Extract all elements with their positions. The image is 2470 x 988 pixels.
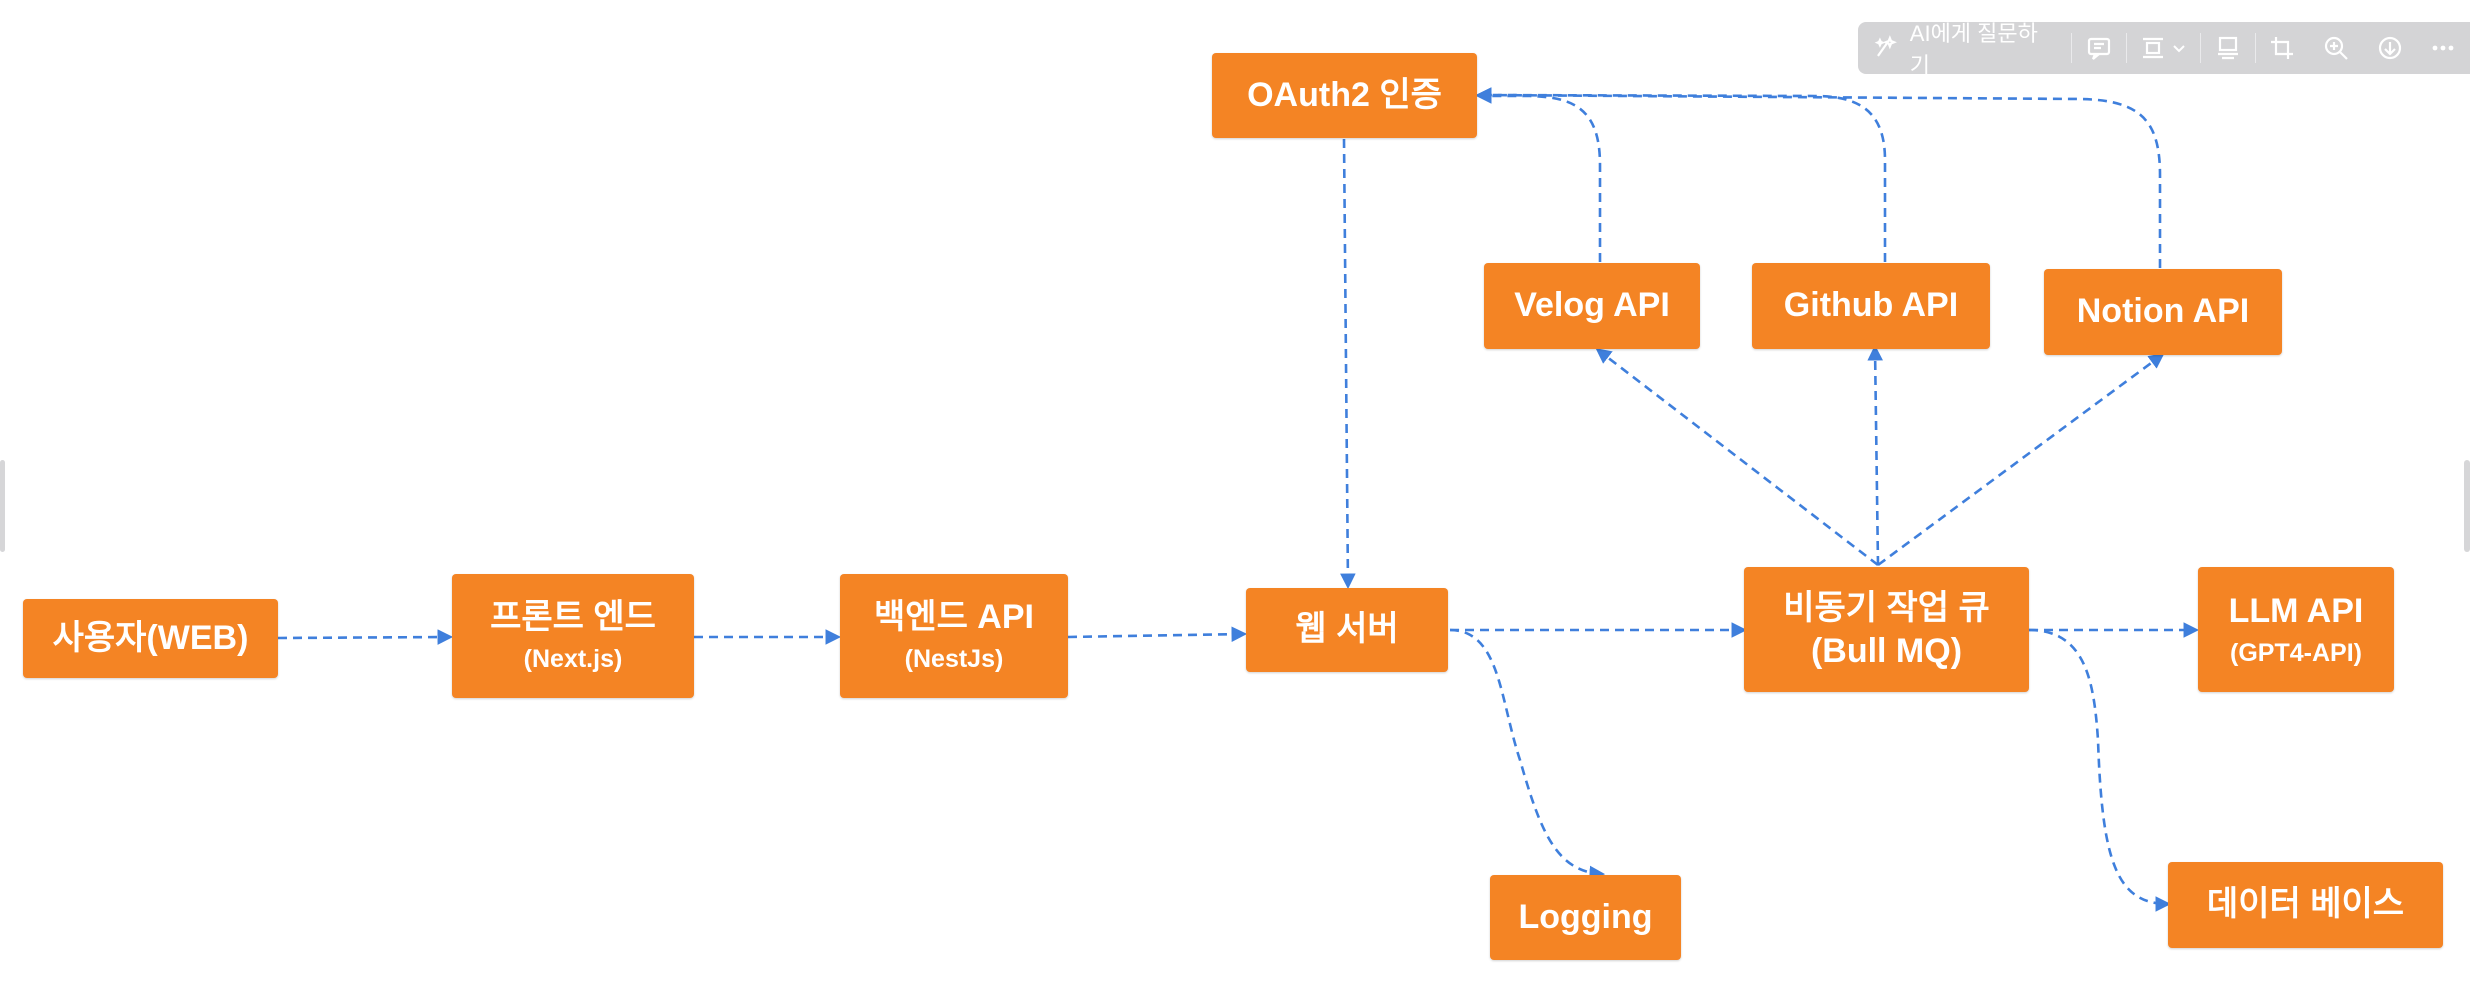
node-notion[interactable]: Notion API: [2044, 269, 2282, 355]
ai-sparkle-icon: [1874, 35, 1897, 57]
node-queue[interactable]: 비동기 작업 큐 (Bull MQ): [1744, 567, 2029, 692]
edge-oauth-webserver: [1340, 138, 1356, 590]
node-notion-title: Notion API: [2076, 292, 2250, 331]
more-button[interactable]: [2416, 22, 2470, 74]
more-icon: [2432, 45, 2454, 51]
ask-ai-label: AI에게 질문하기: [1909, 21, 2038, 78]
left-resize-handle[interactable]: [0, 460, 5, 552]
caption-icon: [2217, 36, 2238, 60]
caption-button[interactable]: [2201, 22, 2255, 74]
node-queue-title: 비동기 작업 큐: [1783, 588, 1990, 627]
node-oauth-title: OAuth2 인증: [1247, 75, 1442, 114]
node-oauth[interactable]: OAuth2 인증: [1212, 53, 1477, 138]
node-backend-subtitle: (NestJs): [904, 645, 1004, 674]
crop-icon: [2271, 37, 2294, 59]
right-resize-handle[interactable]: [2464, 460, 2470, 552]
zoom-in-button[interactable]: [2309, 22, 2363, 74]
edge-queue-database: [2028, 628, 2172, 912]
node-frontend-subtitle: (Next.js): [523, 645, 623, 674]
node-llm[interactable]: LLM API (GPT4-API): [2198, 567, 2394, 692]
node-webserver-title: 웹 서버: [1295, 610, 1399, 649]
node-velog[interactable]: Velog API: [1484, 263, 1700, 349]
ask-ai-button[interactable]: AI에게 질문하기: [1872, 21, 2071, 78]
edge-queue-github: [1867, 344, 1883, 566]
crop-button[interactable]: [2256, 22, 2310, 74]
node-user-title: 사용자(WEB): [52, 618, 249, 657]
node-logging[interactable]: Logging: [1490, 875, 1681, 960]
edge-user-frontend: [277, 629, 454, 645]
node-backend[interactable]: 백엔드 API (NestJs): [840, 574, 1068, 698]
download-icon: [2378, 36, 2401, 60]
comment-button[interactable]: [2072, 22, 2126, 74]
toolbar-divider: [2200, 33, 2202, 63]
edge-velog-oauth: [1475, 88, 1602, 262]
node-queue-subtitle: (Bull MQ): [1810, 631, 1963, 670]
node-webserver[interactable]: 웹 서버: [1246, 588, 1448, 672]
node-llm-title: LLM API: [2228, 591, 2364, 630]
layout-dropdown[interactable]: [2127, 22, 2200, 74]
node-backend-title: 백엔드 API: [874, 598, 1034, 637]
edge-queue-velog: [1595, 348, 1879, 567]
node-logging-title: Logging: [1518, 897, 1653, 936]
node-user[interactable]: 사용자(WEB): [23, 599, 278, 678]
toolbar-divider: [2070, 33, 2072, 63]
edge-queue-notion: [1877, 353, 2165, 567]
node-github-title: Github API: [1783, 286, 1959, 325]
node-database[interactable]: 데이터 베이스: [2168, 862, 2443, 948]
node-llm-subtitle: (GPT4-API): [2230, 638, 2362, 667]
edge-webserver-logging: [1449, 628, 1606, 882]
layout-icon: [2143, 37, 2164, 59]
node-frontend-title: 프론트 엔드: [490, 598, 656, 637]
toolbar-divider: [2254, 33, 2256, 63]
zoom-in-icon: [2324, 36, 2348, 60]
node-velog-title: Velog API: [1514, 286, 1670, 325]
toolbar-divider: [2125, 33, 2127, 63]
edge-notion-oauth: [1475, 87, 2162, 268]
download-button[interactable]: [2363, 22, 2417, 74]
node-github[interactable]: Github API: [1752, 263, 1990, 349]
comment-icon: [2087, 37, 2110, 60]
node-database-title: 데이터 베이스: [2206, 885, 2405, 924]
edge-backend-webserver: [1067, 626, 1248, 643]
chevron-down-icon: [2173, 45, 2185, 53]
edge-github-oauth: [1475, 87, 1887, 262]
image-toolbar: AI에게 질문하기: [1858, 21, 2470, 78]
node-frontend[interactable]: 프론트 엔드 (Next.js): [452, 574, 694, 698]
